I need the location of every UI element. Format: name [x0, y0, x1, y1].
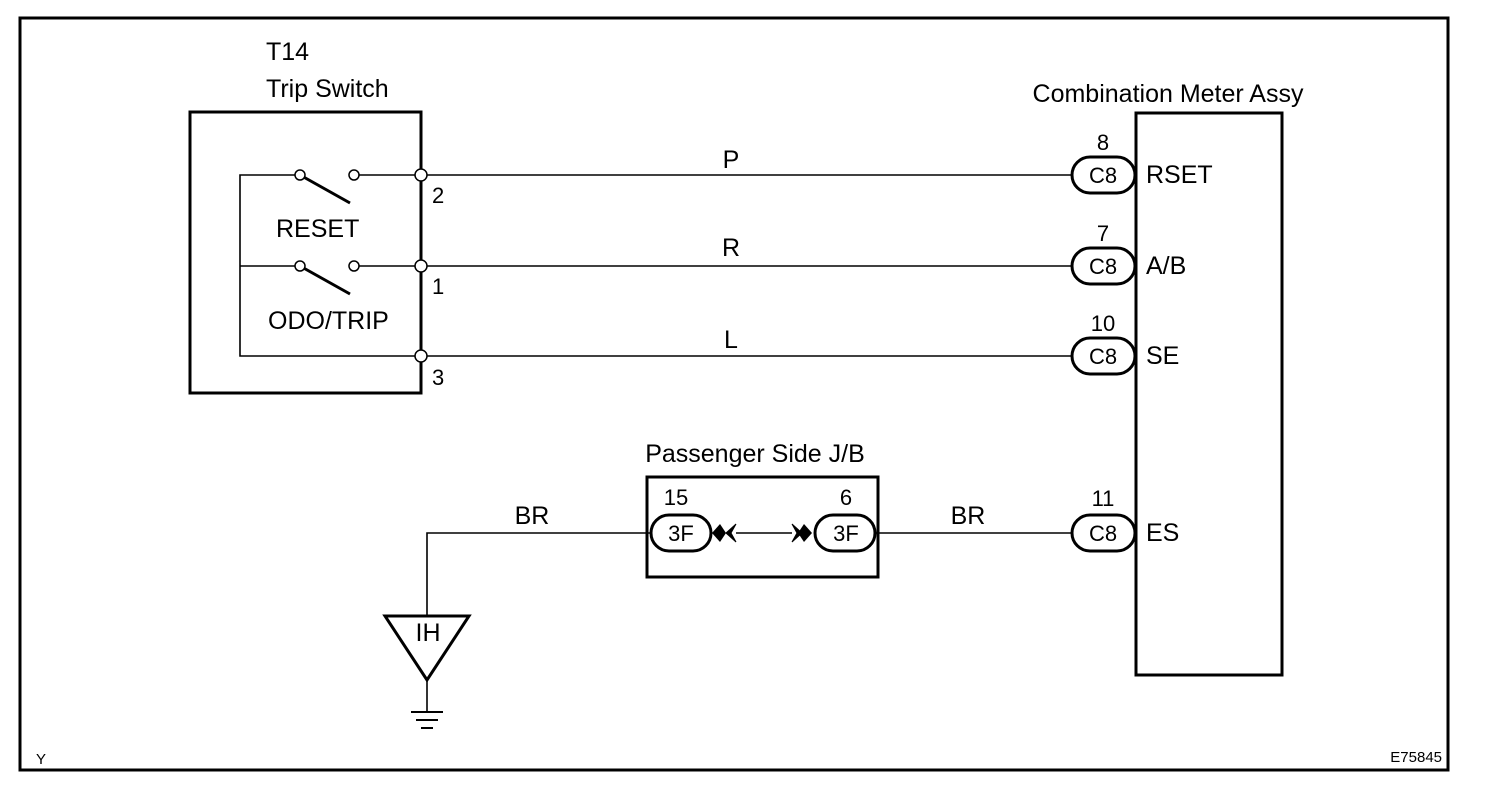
jb-left-chevron-tip [712, 524, 726, 542]
trip-switch-terminal-3 [414, 349, 428, 363]
combination-meter: Combination Meter Assy 8 C8 RSET 7 C8 A/… [1033, 80, 1304, 677]
meter-signal-es: ES [1146, 519, 1179, 547]
trip-switch-terminal-1 [414, 259, 428, 273]
meter-signal-rset: RSET [1146, 161, 1213, 189]
wire-br-ground-color: BR [515, 502, 550, 530]
reset-switch-symbol [294, 169, 421, 205]
connector-c8-es-label: C8 [1089, 521, 1117, 546]
junction-block: Passenger Side J/B 15 3F 6 3F [645, 440, 880, 579]
connector-c8-ab-label: C8 [1089, 254, 1117, 279]
jb-pin-15: 15 [664, 485, 688, 510]
trip-switch-pin-2: 2 [432, 183, 444, 208]
diagram-frame [18, 16, 1450, 772]
trip-switch-box [188, 110, 423, 395]
trip-switch-code: T14 [266, 38, 309, 66]
meter-pin-11: 11 [1092, 486, 1115, 511]
meter-box [1134, 111, 1284, 677]
connector-c8-se [1070, 336, 1137, 376]
footer-left-mark: Y [36, 751, 46, 768]
trip-switch-name: Trip Switch [266, 75, 389, 103]
trip-switch-terminal-2 [414, 168, 428, 182]
ground-point: IH [382, 614, 472, 729]
trip-switch-pin-3: 3 [432, 365, 444, 390]
jb-right-chevron [791, 523, 803, 543]
junction-block-box [645, 475, 880, 579]
trip-switch-pin-1: 1 [432, 274, 444, 299]
jb-right-chevron-tip [798, 524, 812, 542]
signal-wires: P R L [427, 146, 1072, 357]
meter-signal-ab: A/B [1146, 252, 1186, 280]
connector-3f-right-label: 3F [833, 521, 859, 546]
figure-code: E75845 [1390, 749, 1442, 766]
ground-wires: BR BR [426, 502, 1072, 616]
wire-br-ground [426, 532, 651, 616]
ground-triangle [382, 614, 472, 683]
trip-switch: T14 Trip Switch RESET ODO/TRIP 2 1 3 [188, 38, 444, 395]
connector-c8-ab [1070, 246, 1137, 286]
wire-p-color: P [723, 146, 740, 174]
meter-pin-7: 7 [1097, 221, 1109, 246]
meter-signal-se: SE [1146, 342, 1179, 370]
connector-c8-se-label: C8 [1089, 344, 1117, 369]
jb-pin-6: 6 [840, 485, 852, 510]
wire-br-meter-color: BR [951, 502, 986, 530]
connector-3f-left-label: 3F [668, 521, 694, 546]
reset-switch-label: RESET [276, 215, 359, 243]
odo-trip-switch-label: ODO/TRIP [268, 307, 389, 335]
ground-code: IH [416, 619, 441, 647]
wire-r-color: R [722, 234, 740, 262]
junction-block-name: Passenger Side J/B [645, 440, 865, 468]
odo-trip-switch-symbol [294, 260, 421, 296]
wire-l-color: L [724, 326, 738, 354]
meter-pin-8: 8 [1097, 130, 1109, 155]
connector-c8-rset-label: C8 [1089, 163, 1117, 188]
meter-pin-10: 10 [1091, 311, 1115, 336]
meter-name: Combination Meter Assy [1033, 80, 1304, 108]
connector-c8-rset [1070, 155, 1137, 195]
jb-left-chevron [725, 523, 737, 543]
